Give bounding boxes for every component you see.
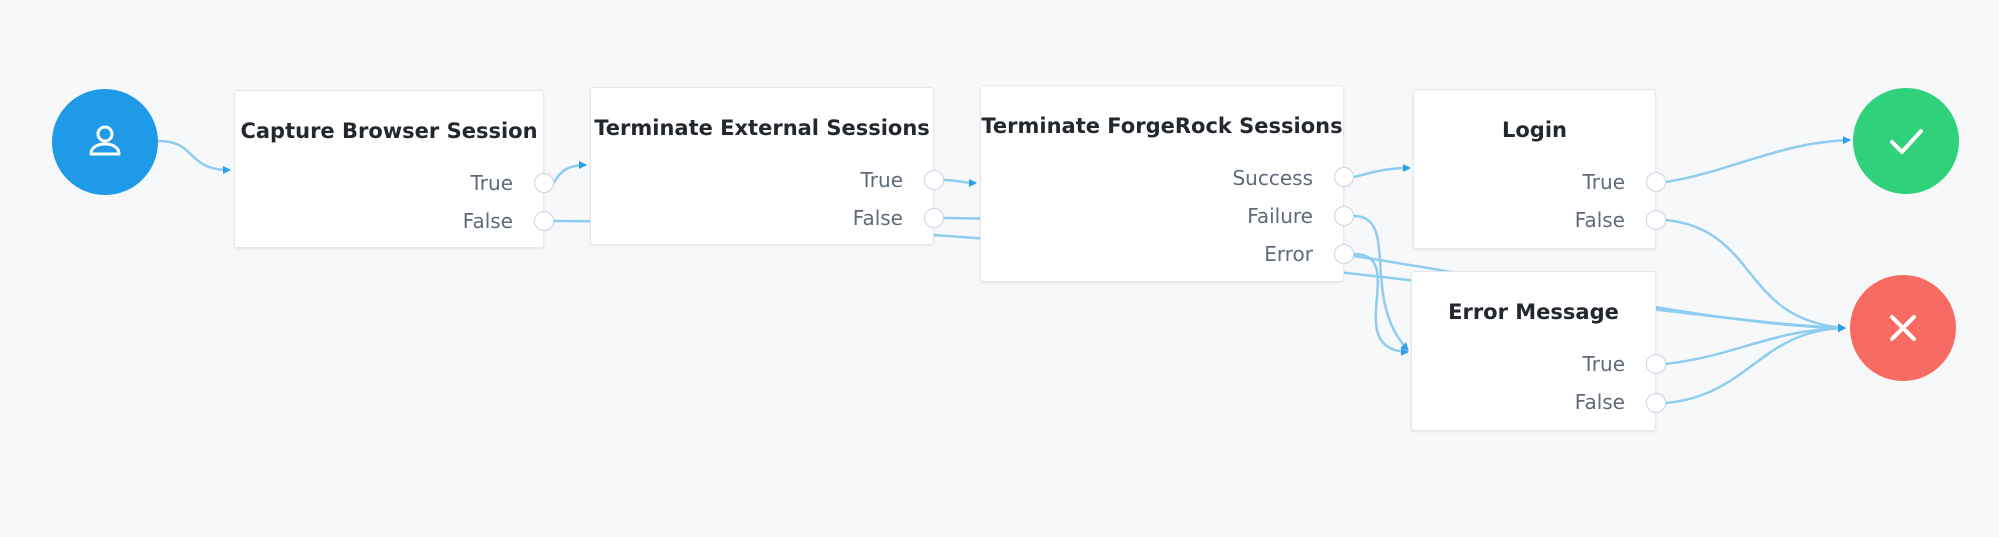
port-forgerock-failure[interactable] <box>1334 206 1354 226</box>
outcome-label-failure: Failure <box>1247 204 1313 228</box>
close-icon <box>1890 315 1916 341</box>
failure-node[interactable] <box>1850 275 1956 381</box>
edge-start-to-capture <box>157 139 231 174</box>
node-terminate-forgerock-sessions[interactable]: Terminate ForgeRock Sessions Success Fai… <box>980 85 1344 282</box>
edge-forgerock-error-to-error-message <box>1353 252 1409 356</box>
outcome-label-false: False <box>1574 208 1625 232</box>
edge-login-false-to-failure <box>1665 218 1846 332</box>
edge-capture-true-to-terminate-external <box>552 161 587 184</box>
node-title: Error Message <box>1448 300 1619 324</box>
node-title: Capture Browser Session <box>240 119 538 143</box>
node-title: Terminate ForgeRock Sessions <box>981 114 1343 138</box>
port-external-true[interactable] <box>924 170 944 190</box>
node-capture-browser-session[interactable]: Capture Browser Session True False <box>234 90 544 248</box>
node-error-message[interactable]: Error Message True False <box>1411 271 1656 431</box>
node-login[interactable]: Login True False <box>1413 89 1656 249</box>
start-node[interactable] <box>52 89 158 195</box>
outcome-label-error: Error <box>1264 242 1313 266</box>
node-title: Login <box>1502 118 1567 142</box>
edge-external-true-to-terminate-forgerock <box>943 178 977 187</box>
port-login-true[interactable] <box>1646 172 1666 192</box>
outcome-label-false: False <box>462 209 513 233</box>
outcome-label-true: True <box>860 168 903 192</box>
edge-login-true-to-success <box>1665 136 1851 184</box>
port-error-message-true[interactable] <box>1646 354 1666 374</box>
edge-error-message-false-to-failure <box>1665 324 1846 405</box>
outcome-label-false: False <box>1574 390 1625 414</box>
port-capture-true[interactable] <box>534 173 554 193</box>
edge-forgerock-failure-to-error-message <box>1353 214 1409 351</box>
port-forgerock-success[interactable] <box>1334 167 1354 187</box>
edge-forgerock-success-to-login <box>1353 164 1411 179</box>
edge-error-message-true-to-failure <box>1665 324 1846 366</box>
outcome-label-true: True <box>1582 352 1625 376</box>
outcome-label-true: True <box>1582 170 1625 194</box>
outcome-label-success: Success <box>1232 166 1313 190</box>
success-node[interactable] <box>1853 88 1959 194</box>
port-forgerock-error[interactable] <box>1334 244 1354 264</box>
outcome-label-true: True <box>470 171 513 195</box>
user-icon <box>89 125 121 156</box>
port-external-false[interactable] <box>924 208 944 228</box>
checkmark-icon <box>1890 129 1923 154</box>
port-capture-false[interactable] <box>534 211 554 231</box>
port-login-false[interactable] <box>1646 210 1666 230</box>
outcome-label-false: False <box>852 206 903 230</box>
node-title: Terminate External Sessions <box>594 116 930 140</box>
node-terminate-external-sessions[interactable]: Terminate External Sessions True False <box>590 87 934 245</box>
port-error-message-false[interactable] <box>1646 393 1666 413</box>
